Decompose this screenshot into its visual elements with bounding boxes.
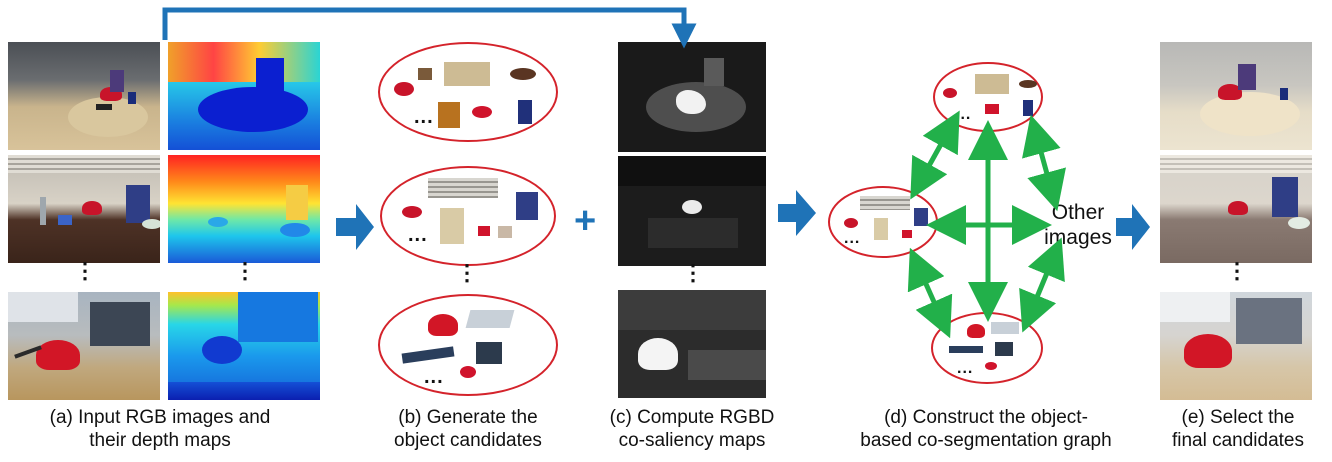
caption-e: (e) Select the final candidates: [1150, 406, 1326, 452]
depth-map-2: [168, 155, 320, 263]
caption-c-line2: co-saliency maps: [618, 430, 766, 451]
candidate-set-2: ...: [380, 166, 556, 266]
final-image-3: [1160, 292, 1312, 400]
caption-c-line1: (c) Compute RGBD: [609, 407, 775, 428]
edge-bottom-other: [1019, 237, 1065, 333]
rgb-image-2: [8, 155, 160, 263]
horizontal-ellipsis: ...: [424, 366, 444, 388]
caption-a-line1: (a) Input RGB images and: [49, 407, 271, 428]
caption-d: (d) Construct the object- based co-segme…: [836, 406, 1136, 452]
caption-e-line2: final candidates: [1171, 430, 1305, 451]
depth-map-1: [168, 42, 320, 150]
horizontal-ellipsis: ...: [844, 230, 861, 247]
caption-d-line2: based co-segmentation graph: [860, 430, 1112, 451]
caption-a-line2: their depth maps: [89, 430, 231, 451]
caption-c: (c) Compute RGBD co-saliency maps: [592, 406, 792, 452]
caption-a: (a) Input RGB images and their depth map…: [10, 406, 310, 452]
edge-top-left: [910, 110, 960, 200]
saliency-map-3: [618, 290, 766, 398]
final-image-1: [1160, 42, 1312, 150]
candidate-set-3: ...: [378, 294, 558, 396]
candidate-cap: [394, 82, 414, 96]
saliency-map-2: [618, 156, 766, 266]
caption-b-line1: (b) Generate the: [398, 407, 538, 428]
caption-d-line1: (d) Construct the object-: [884, 407, 1088, 428]
caption-b: (b) Generate the object candidates: [368, 406, 568, 452]
edge-top-other: [1022, 114, 1066, 212]
block-arrow-a-b: [336, 204, 374, 250]
rgb-image-3: [8, 292, 160, 400]
plus-sign: +: [574, 200, 597, 242]
final-image-2: [1160, 155, 1312, 263]
horizontal-ellipsis: ...: [408, 224, 428, 246]
horizontal-ellipsis: ...: [414, 106, 434, 128]
block-arrow-c-d: [778, 190, 816, 236]
saliency-map-1: [618, 42, 766, 152]
caption-e-line1: (e) Select the: [1181, 407, 1295, 428]
block-arrow-d-e: [1116, 204, 1150, 250]
edge-left-bottom: [907, 247, 953, 339]
horizontal-ellipsis: ...: [957, 360, 974, 377]
depth-to-saliency-connector: [162, 7, 697, 49]
depth-map-3: [168, 292, 320, 400]
caption-b-line2: object candidates: [394, 430, 542, 451]
rgb-image-1: [8, 42, 160, 150]
candidate-set-1: ...: [378, 42, 558, 142]
